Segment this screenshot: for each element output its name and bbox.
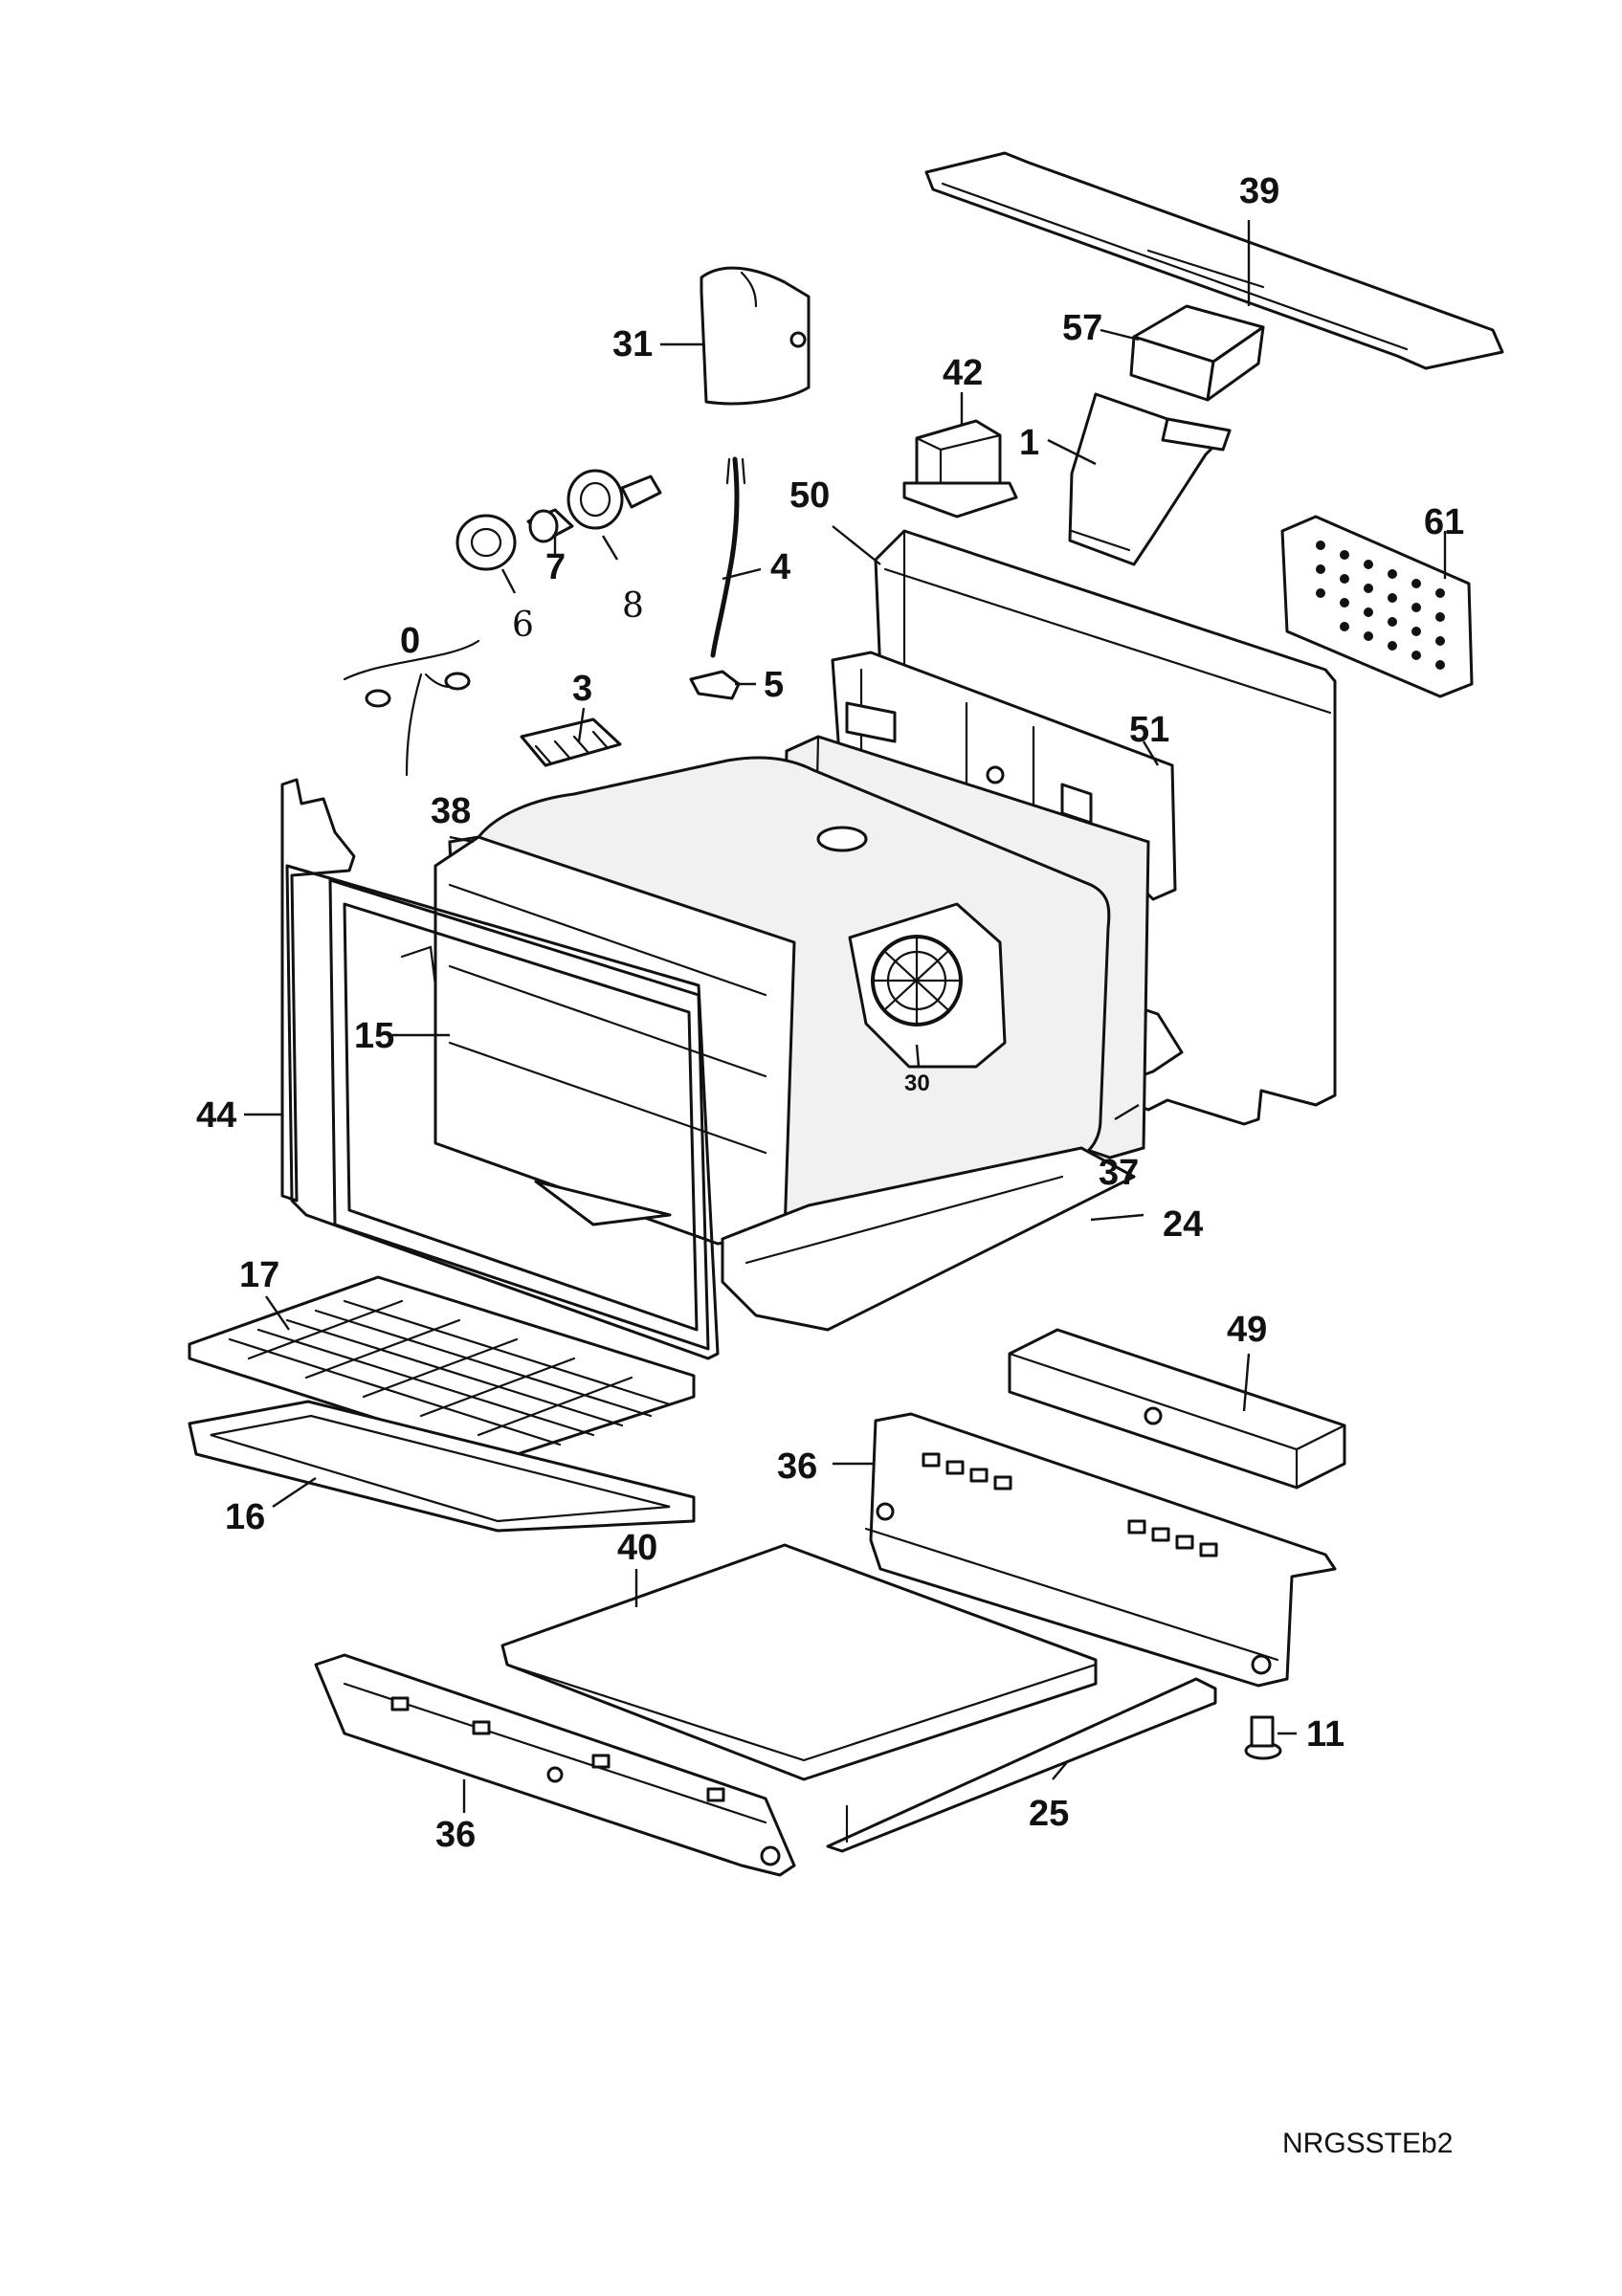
label-49: 49 bbox=[1227, 1310, 1267, 1350]
label-25: 25 bbox=[1029, 1794, 1069, 1834]
label-3: 3 bbox=[572, 669, 592, 709]
label-36-lower: 36 bbox=[435, 1815, 476, 1855]
label-51: 51 bbox=[1129, 710, 1169, 750]
part-36-upper-rail bbox=[864, 1412, 1337, 1688]
part-57-box bbox=[1129, 304, 1265, 402]
part-6-lamp-cover bbox=[455, 514, 517, 571]
part-42-transformer bbox=[902, 419, 1018, 519]
part-5-clip bbox=[689, 670, 741, 700]
part-44-side-frame bbox=[280, 778, 720, 1360]
part-61-perforated-plate bbox=[1280, 515, 1474, 698]
part-31-shield bbox=[700, 266, 811, 406]
label-4: 4 bbox=[770, 547, 790, 587]
label-40: 40 bbox=[617, 1528, 657, 1568]
label-15: 15 bbox=[354, 1016, 394, 1056]
diagram-code: NRGSSTEb2 bbox=[1282, 2128, 1453, 2159]
label-42: 42 bbox=[943, 353, 983, 393]
label-36-upper: 36 bbox=[777, 1446, 817, 1487]
label-44: 44 bbox=[196, 1095, 236, 1136]
label-17: 17 bbox=[239, 1255, 279, 1295]
part-25-strip bbox=[826, 1677, 1217, 1853]
part-38-oven-cavity bbox=[433, 756, 1111, 1246]
label-1: 1 bbox=[1019, 423, 1039, 463]
part-1-duct bbox=[1068, 392, 1232, 566]
label-61: 61 bbox=[1424, 502, 1464, 542]
label-37: 37 bbox=[1099, 1153, 1139, 1193]
part-36-lower-rail bbox=[314, 1653, 796, 1877]
label-31: 31 bbox=[612, 324, 653, 364]
part-39-top-rail bbox=[924, 151, 1504, 370]
part-17-oven-shelf bbox=[188, 1275, 696, 1461]
label-39: 39 bbox=[1239, 171, 1279, 211]
label-16: 16 bbox=[225, 1497, 265, 1537]
part-24-bottom-base bbox=[721, 1146, 1136, 1332]
label-24: 24 bbox=[1163, 1204, 1203, 1245]
leader-lines bbox=[244, 220, 1447, 1813]
label-8: 8 bbox=[622, 586, 644, 626]
part-3-terminal-block bbox=[520, 718, 622, 767]
part-0-wiring-harness bbox=[343, 639, 480, 777]
label-57: 57 bbox=[1062, 308, 1102, 348]
label-11: 11 bbox=[1306, 1714, 1344, 1755]
label-6: 6 bbox=[512, 606, 534, 645]
part-labels: 39 57 1 42 31 50 61 51 37 24 6 7 8 4 5 0… bbox=[196, 171, 1464, 1855]
part-40-bottom-panel bbox=[500, 1543, 1098, 1781]
part-16-baking-tray bbox=[188, 1400, 696, 1533]
label-0: 0 bbox=[400, 621, 420, 661]
part-8-lamp-holder bbox=[567, 469, 662, 530]
label-7: 7 bbox=[545, 547, 566, 587]
part-30-fan bbox=[848, 902, 1007, 1069]
part-4-wire bbox=[710, 456, 746, 658]
part-7-lamp-bulb bbox=[526, 508, 574, 543]
part-11-foot bbox=[1244, 1715, 1282, 1760]
label-30: 30 bbox=[904, 1071, 930, 1096]
label-38: 38 bbox=[431, 791, 471, 831]
part-15-door-frame bbox=[328, 878, 710, 1351]
label-5: 5 bbox=[764, 665, 784, 705]
part-49-front-bar bbox=[1008, 1328, 1346, 1490]
label-50: 50 bbox=[789, 475, 830, 516]
